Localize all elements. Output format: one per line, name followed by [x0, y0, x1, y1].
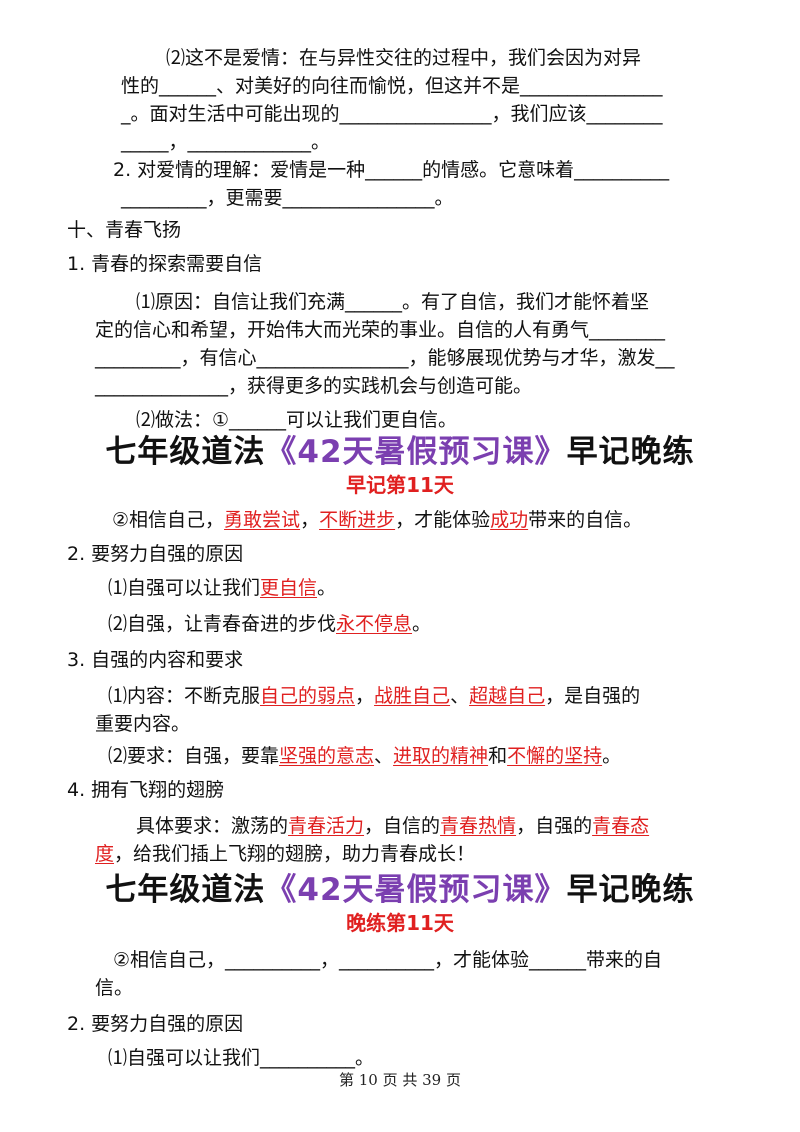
- answer: 不懈的坚持: [507, 745, 603, 767]
- text: ，给我们插上飞翔的翅膀，助力青春成长！: [114, 843, 476, 865]
- text-line: ⑵这不是爱情：在与异性交往的过程中，我们会因为对异: [166, 47, 642, 69]
- text: ，: [300, 509, 320, 531]
- text: ⑴内容：不断克服: [108, 685, 261, 707]
- text: ，才能体验: [395, 509, 491, 531]
- answer: 进取的精神: [393, 745, 489, 767]
- page-subtitle: 早记第11天: [346, 473, 454, 497]
- page-subtitle: 晚练第11天: [346, 911, 454, 935]
- text: ，: [355, 685, 375, 707]
- text-line: ②相信自己，勇敢尝试，不断进步，才能体验成功带来的自信。: [112, 506, 642, 534]
- text: ⑵自强，让青春奋进的步伐: [108, 613, 337, 635]
- answer: 永不停息: [336, 613, 413, 635]
- item-heading: 2. 要努力自强的原因: [67, 1013, 244, 1035]
- item-heading: 2. 要努力自强的原因: [67, 543, 244, 565]
- text-line: 度，给我们插上飞翔的翅膀，助力青春成长！: [95, 840, 475, 868]
- answer: 勇敢尝试: [224, 509, 301, 531]
- answer: 超越自己: [469, 685, 546, 707]
- text-line: 性的______、对美好的向往而愉悦，但这并不是_______________: [121, 75, 663, 97]
- text-line: ______________，获得更多的实践机会与创造可能。: [95, 375, 533, 397]
- text-line: 定的信心和希望，开始伟大而光荣的事业。自信的人有勇气________: [95, 319, 666, 341]
- text-line: 重要内容。: [95, 713, 191, 735]
- text: ，是自强的: [545, 685, 641, 707]
- answer: 坚强的意志: [279, 745, 375, 767]
- text: ⑴自强可以让我们: [108, 577, 261, 599]
- text-line: 具体要求：激荡的青春活力，自信的青春热情，自强的青春态: [136, 812, 649, 840]
- page-title: 七年级道法《42天暑假预习课》早记晚练: [0, 432, 800, 472]
- text: ⑵要求：自强，要靠: [108, 745, 280, 767]
- text-line: 2. 对爱情的理解：爱情是一种______的情感。它意味着__________: [113, 159, 670, 181]
- answer: 战胜自己: [374, 685, 451, 707]
- answer: 不断进步: [319, 509, 396, 531]
- answer: 度: [95, 843, 115, 865]
- title-prefix: 七年级道法: [105, 872, 266, 908]
- text: 。: [412, 613, 432, 635]
- answer: 青春活力: [288, 815, 365, 837]
- text: 。: [317, 577, 337, 599]
- text: 具体要求：激荡的: [136, 815, 289, 837]
- title-suffix: 早记晚练: [566, 872, 695, 908]
- title-prefix: 七年级道法: [105, 434, 266, 470]
- item-heading: 3. 自强的内容和要求: [67, 649, 244, 671]
- text-line: ②相信自己，__________，__________，才能体验______带来…: [113, 949, 663, 971]
- text-line: ⑵做法：①______可以让我们更自信。: [136, 409, 458, 431]
- text: ，自信的: [364, 815, 441, 837]
- answer: 青春态: [592, 815, 650, 837]
- text-line: ⑵自强，让青春奋进的步伐永不停息。: [108, 610, 431, 638]
- title-suffix: 早记晚练: [566, 434, 695, 470]
- page-number: 第 10 页 共 39 页: [338, 1071, 461, 1089]
- text: 。: [602, 745, 622, 767]
- section-heading: 十、青春飞扬: [67, 219, 182, 241]
- text: ，自强的: [516, 815, 593, 837]
- text-line: _。面对生活中可能出现的________________，我们应该_______…: [121, 103, 663, 125]
- answer: 成功: [490, 509, 529, 531]
- text-line: ⑴自强可以让我们更自信。: [108, 574, 336, 602]
- text-line: _________，有信心________________，能够展现优势与才华，…: [95, 347, 675, 369]
- title-course: 《42天暑假预习课》: [265, 872, 567, 908]
- answer: 更自信: [260, 577, 318, 599]
- text-line: ⑴内容：不断克服自己的弱点，战胜自己、超越自己，是自强的: [108, 682, 640, 710]
- item-heading: 1. 青春的探索需要自信: [67, 253, 263, 275]
- text-line: ⑵要求：自强，要靠坚强的意志、进取的精神和不懈的坚持。: [108, 742, 621, 770]
- text: 、: [450, 685, 470, 707]
- text-line: _________，更需要________________。: [121, 187, 454, 209]
- title-course: 《42天暑假预习课》: [265, 434, 567, 470]
- page-title: 七年级道法《42天暑假预习课》早记晚练: [0, 870, 800, 910]
- answer: 青春热情: [440, 815, 517, 837]
- answer: 自己的弱点: [260, 685, 356, 707]
- text-line: ⑴自强可以让我们__________。: [108, 1047, 375, 1069]
- text-line: ⑴原因：自信让我们充满______。有了自信，我们才能怀着坚: [136, 291, 650, 313]
- item-heading: 4. 拥有飞翔的翅膀: [67, 779, 225, 801]
- text: 带来的自信。: [528, 509, 643, 531]
- text: ②相信自己，: [112, 509, 225, 531]
- text: 和: [488, 745, 508, 767]
- text-line: 信。: [95, 977, 134, 999]
- text: 、: [374, 745, 394, 767]
- text-line: _____，_____________。: [121, 131, 331, 153]
